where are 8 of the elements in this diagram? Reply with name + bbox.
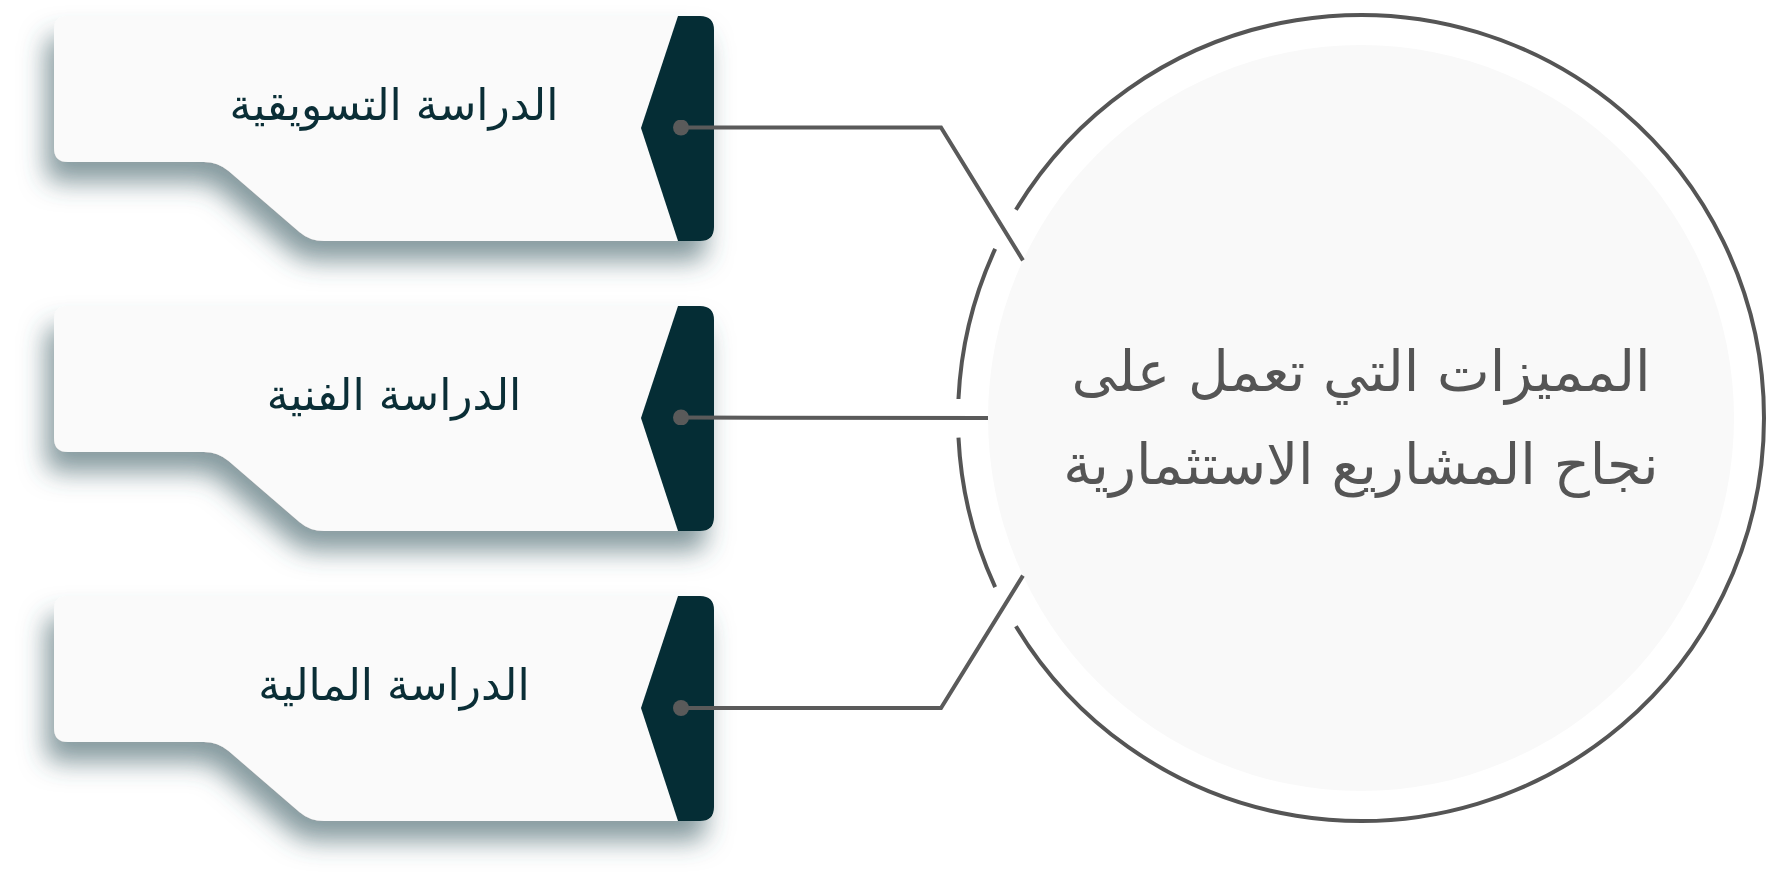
central-heading: المميزات التي تعمل على نجاح المشاريع الاستثمارية — [1062, 338, 1660, 500]
item-label: الدراسة التسويقية — [229, 77, 559, 133]
connector-line — [673, 119, 1025, 262]
connector-line — [673, 409, 988, 426]
item-label: الدراسة الفنية — [266, 367, 522, 423]
connector-line — [673, 574, 1025, 716]
title-circle — [958, 15, 1764, 821]
item-label: الدراسة المالية — [258, 658, 530, 713]
